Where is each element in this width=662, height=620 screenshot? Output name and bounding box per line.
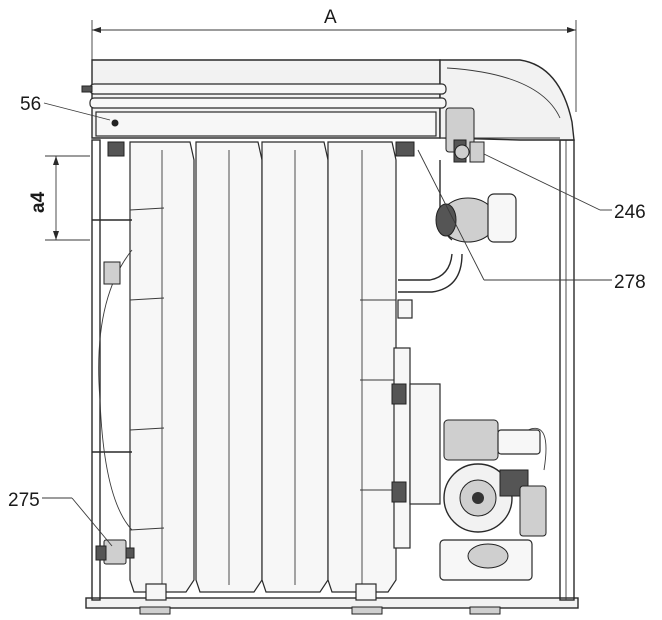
callout-56: 56 — [20, 94, 111, 121]
base-plate — [85, 597, 579, 615]
dimension-a-label: A — [324, 7, 337, 28]
drain-valve-275 — [95, 539, 135, 565]
front-pipework — [397, 107, 517, 319]
pipe-header-56 — [81, 83, 447, 137]
callout-56-label: 56 — [20, 94, 41, 115]
callout-275: 275 — [8, 490, 113, 547]
sensor-point-56 — [111, 119, 119, 127]
callout-278: 278 — [417, 149, 646, 293]
burner-assembly — [391, 347, 547, 581]
callout-246: 246 — [483, 153, 646, 223]
dimension-a4: a4 — [28, 155, 90, 241]
dimension-a: A — [91, 7, 577, 112]
dimension-a4-label: a4 — [28, 191, 49, 213]
callout-278-label: 278 — [614, 272, 646, 293]
callout-246-label: 246 — [614, 202, 646, 223]
callout-275-label: 275 — [8, 490, 40, 511]
heat-exchanger-sections — [92, 141, 415, 601]
